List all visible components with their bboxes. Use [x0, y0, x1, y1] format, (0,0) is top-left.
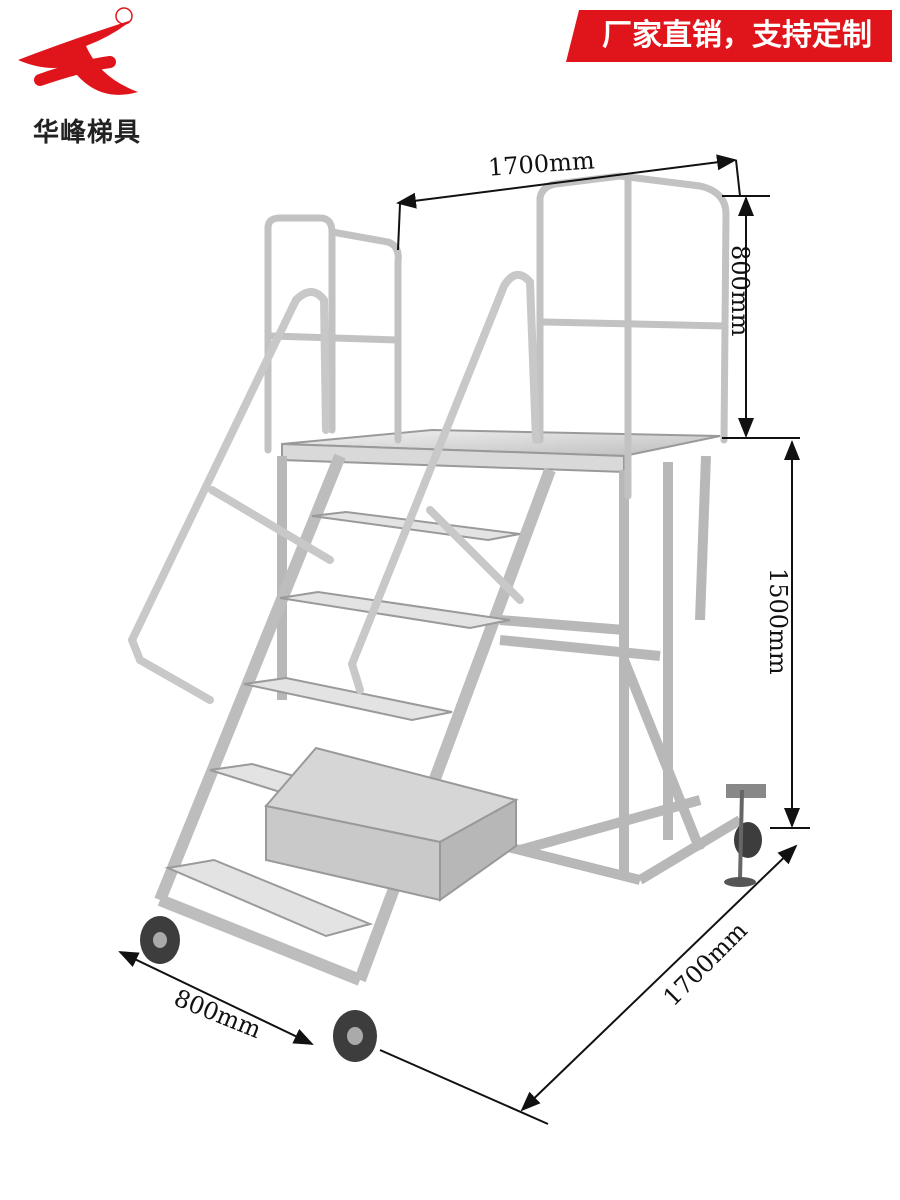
dimension-platform-height: 1500mm [764, 568, 792, 675]
storage-box [264, 746, 519, 902]
dimension-guardrail-height: 800mm [726, 245, 754, 337]
stair-stringers [154, 453, 556, 986]
platform-deck [281, 428, 721, 474]
brand-logo-icon [18, 7, 138, 95]
promo-banner: 厂家直销，支持定制 [566, 10, 892, 62]
dimension-lines [118, 154, 810, 1125]
support-frame [277, 455, 743, 885]
brand-name: 华峰梯具 [32, 118, 141, 148]
banner-text: 厂家直销，支持定制 [602, 18, 872, 53]
stair-handrails [127, 271, 540, 704]
